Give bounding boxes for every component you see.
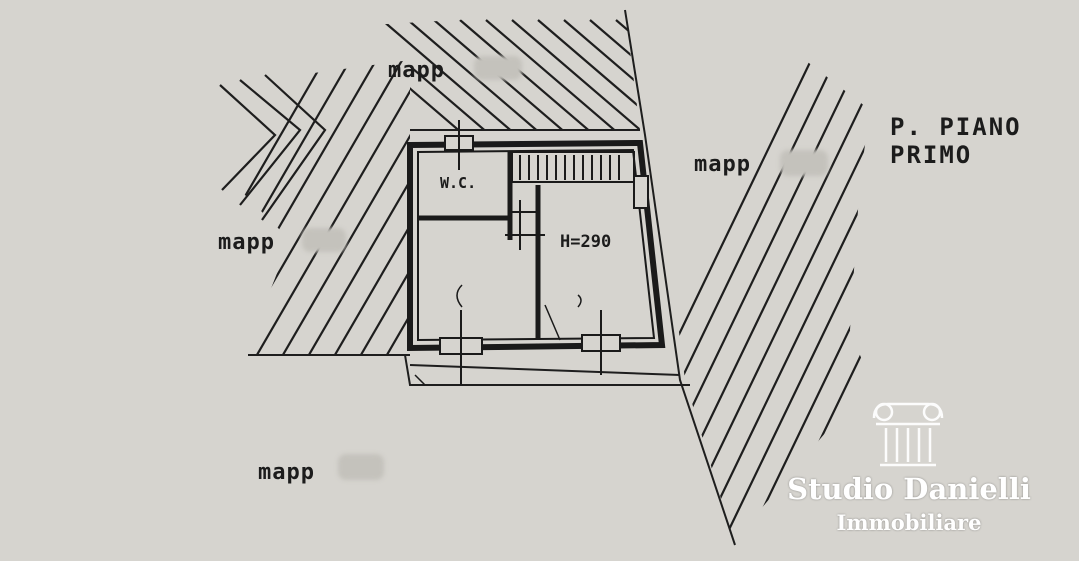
hatch-line: [867, 10, 870, 541]
hatch-line: [795, 10, 870, 541]
hatch-line: [843, 10, 870, 541]
agency-subtitle: Immobiliare: [836, 510, 982, 535]
hatch-line: [279, 60, 410, 355]
hatch-line: [916, 0, 1079, 540]
window-openings: [439, 120, 649, 385]
hatch-line: [988, 0, 1079, 540]
hatch-line: [1060, 0, 1079, 540]
hatch-line: [462, 50, 642, 360]
hatch-line: [1036, 0, 1079, 540]
parcel-boundaries: [248, 9, 736, 546]
hatch-line: [625, 10, 841, 541]
hatch-line: [627, 10, 870, 541]
hatch-line: [964, 0, 1079, 540]
parcel-label-right: mapp: [694, 152, 751, 177]
hatch-line: [511, 19, 640, 130]
floor-title-line1: P. PIANO: [890, 113, 1022, 141]
hatch-line: [459, 19, 601, 130]
hatch-line: [409, 60, 410, 355]
hatch-line: [771, 10, 870, 541]
chevron-marks: [219, 74, 327, 221]
hatch-line: [699, 10, 870, 541]
parcel-label-left: mapp: [218, 230, 275, 255]
hatch-line: [407, 19, 549, 130]
agency-name: Studio Danielli: [787, 472, 1031, 506]
hatch-line: [485, 19, 627, 130]
stair-treads: [519, 155, 620, 180]
ionic-capital-icon: [872, 402, 944, 467]
hatch-line: [589, 19, 640, 130]
hatch-line: [675, 10, 870, 541]
hatch-line: [225, 60, 383, 355]
hatch-line: [537, 19, 640, 130]
hatch-line: [433, 19, 575, 130]
hatch-line: [940, 0, 1079, 540]
parcel-label-top: mapp: [388, 58, 445, 83]
hatch-line: [225, 60, 357, 355]
parcel-label-bottom: mapp: [258, 460, 315, 485]
building-walls: [407, 139, 666, 352]
room-label-wc: W.C.: [440, 174, 477, 192]
door-marks: [414, 284, 582, 386]
hatch-line: [625, 10, 865, 541]
hatch-line: [381, 19, 523, 130]
redacted-parcel-number-left: [302, 228, 346, 252]
hatch-line: [563, 19, 640, 130]
hatch-line: [819, 10, 870, 541]
hatch-line: [436, 50, 616, 360]
redacted-parcel-number-top: [474, 56, 522, 80]
hatch-line: [723, 10, 870, 541]
hatch-line: [642, 20, 782, 140]
hatch-line: [747, 10, 870, 541]
hatch-line: [651, 10, 870, 541]
hatch-line: [331, 60, 410, 355]
hatch-line: [357, 60, 410, 355]
hatch-line: [253, 60, 410, 355]
hatch-line: [668, 20, 808, 140]
redacted-parcel-number-right: [780, 150, 828, 176]
floor-title-line2: PRIMO: [890, 141, 973, 169]
hatch-left: [225, 50, 642, 360]
hatch-line: [1012, 0, 1079, 540]
hatch-line: [305, 60, 410, 355]
hatch-line: [227, 60, 409, 355]
redacted-parcel-number-bottom: [338, 454, 384, 480]
ceiling-height-label: H=290: [560, 232, 612, 252]
hatch-top: [370, 19, 808, 140]
